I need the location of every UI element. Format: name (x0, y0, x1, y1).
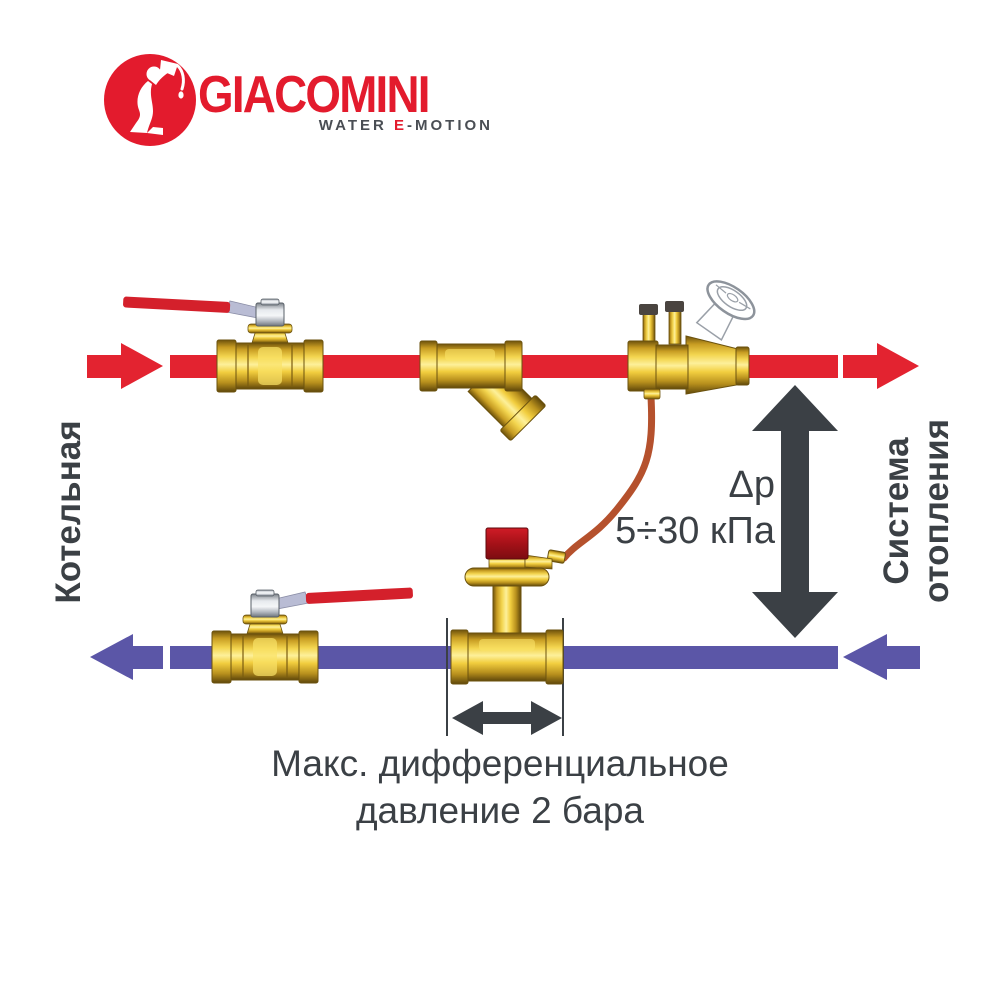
supply-arrow-left-icon (87, 343, 163, 389)
y-strainer-icon (419, 340, 546, 441)
max-dp-caption-line1: Макс. дифференциальное (271, 743, 729, 784)
balancing-valve-icon (627, 280, 756, 400)
ball-valve-supply-icon (123, 296, 324, 393)
label-boiler-room: Котельная (49, 420, 88, 604)
dp-symbol: Δp (728, 464, 775, 506)
dp-controller-icon (450, 527, 564, 685)
brand-title: GIACOMINI (198, 66, 431, 124)
width-double-arrow-icon (452, 701, 562, 735)
label-heating-system-line1: Система (877, 437, 916, 585)
dp-range: 5÷30 кПа (615, 510, 775, 552)
logo: GIACOMINI WATER E-MOTION (103, 53, 503, 153)
max-dp-caption: Макс. дифференциальное давление 2 бара (200, 740, 800, 834)
handwheel-icon (695, 280, 756, 342)
tagline-motion: -MOTION (407, 117, 493, 134)
return-arrow-left-icon (90, 634, 163, 680)
capillary-tube (560, 393, 656, 562)
tagline-e: E (393, 117, 407, 134)
dp-annotation: Δp 5÷30 кПа (575, 462, 775, 554)
label-heating-system-line2: отопления (917, 418, 956, 604)
logo-mark-icon (104, 54, 196, 146)
ball-valve-return-icon (211, 587, 413, 684)
brand-tagline: WATER E-MOTION (203, 117, 493, 134)
label-heating-system: Система отопления (877, 419, 957, 603)
dp-double-arrow-icon (752, 385, 838, 638)
tagline-water: WATER (318, 117, 394, 134)
max-dp-caption-line2: давление 2 бара (355, 790, 645, 831)
return-arrow-right-icon (843, 634, 920, 680)
supply-arrow-right-icon (843, 343, 919, 389)
